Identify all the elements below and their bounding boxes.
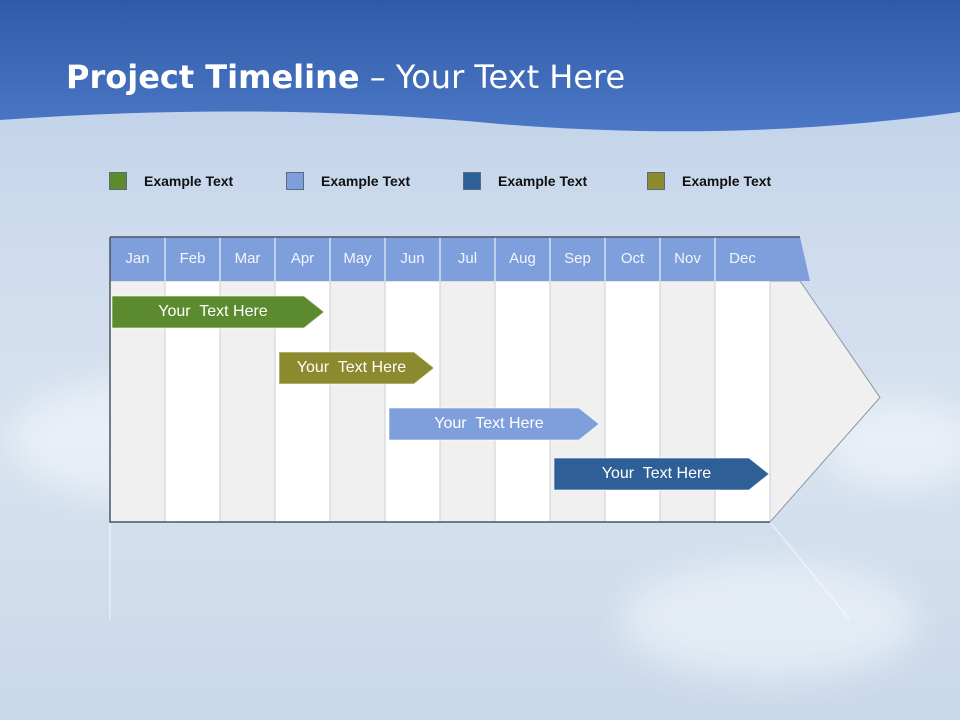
legend-swatch [109,172,127,190]
legend-label: Example Text [144,173,234,189]
month-label-jan: Jan [125,250,150,267]
month-header-band [110,237,810,281]
month-label-feb: Feb [179,250,206,267]
month-label-may: May [343,250,372,267]
month-label-mar: Mar [234,250,261,267]
page-title: Project Timeline – Your Text Here [66,58,625,96]
task-label-4: Your Text Here [601,465,712,482]
task-label-2: Your Text Here [296,359,407,376]
legend-swatch [647,172,665,190]
legend-item: Example Text [647,170,771,192]
legend-label: Example Text [682,173,772,189]
month-label-sep: Sep [564,250,591,267]
legend-item: Example Text [109,170,233,192]
header-band [0,0,960,132]
month-label-oct: Oct [620,250,645,267]
background-cloud [620,560,920,680]
title-rest: – Your Text Here [359,58,626,96]
legend-swatch [286,172,304,190]
month-label-aug: Aug [509,250,536,267]
timeline-reflection [109,521,851,621]
month-column-aug [494,280,551,523]
legend-item: Example Text [463,170,587,192]
legend-label: Example Text [498,173,588,189]
task-bar-4 [553,457,770,491]
task-bar-3 [388,407,600,441]
timeline-arrow-head [769,280,881,524]
month-label-apr: Apr [290,250,315,267]
task-bar-2 [278,351,435,385]
month-label-jun: Jun [400,250,425,267]
month-label-jul: Jul [457,250,478,267]
task-label-1: Your Text Here [158,303,268,320]
title-bold: Project Timeline [66,58,360,96]
timeline-frame [109,236,800,523]
month-column-may [329,280,386,523]
task-bar-1 [111,295,325,329]
task-label-3: Your Text Here [434,415,544,432]
month-label-nov: Nov [674,250,701,267]
month-label-dec: Dec [729,250,756,267]
month-column-jun [384,280,441,523]
month-column-jul [439,280,496,523]
legend-label: Example Text [321,173,411,189]
legend-swatch [463,172,481,190]
legend-item: Example Text [286,170,410,192]
